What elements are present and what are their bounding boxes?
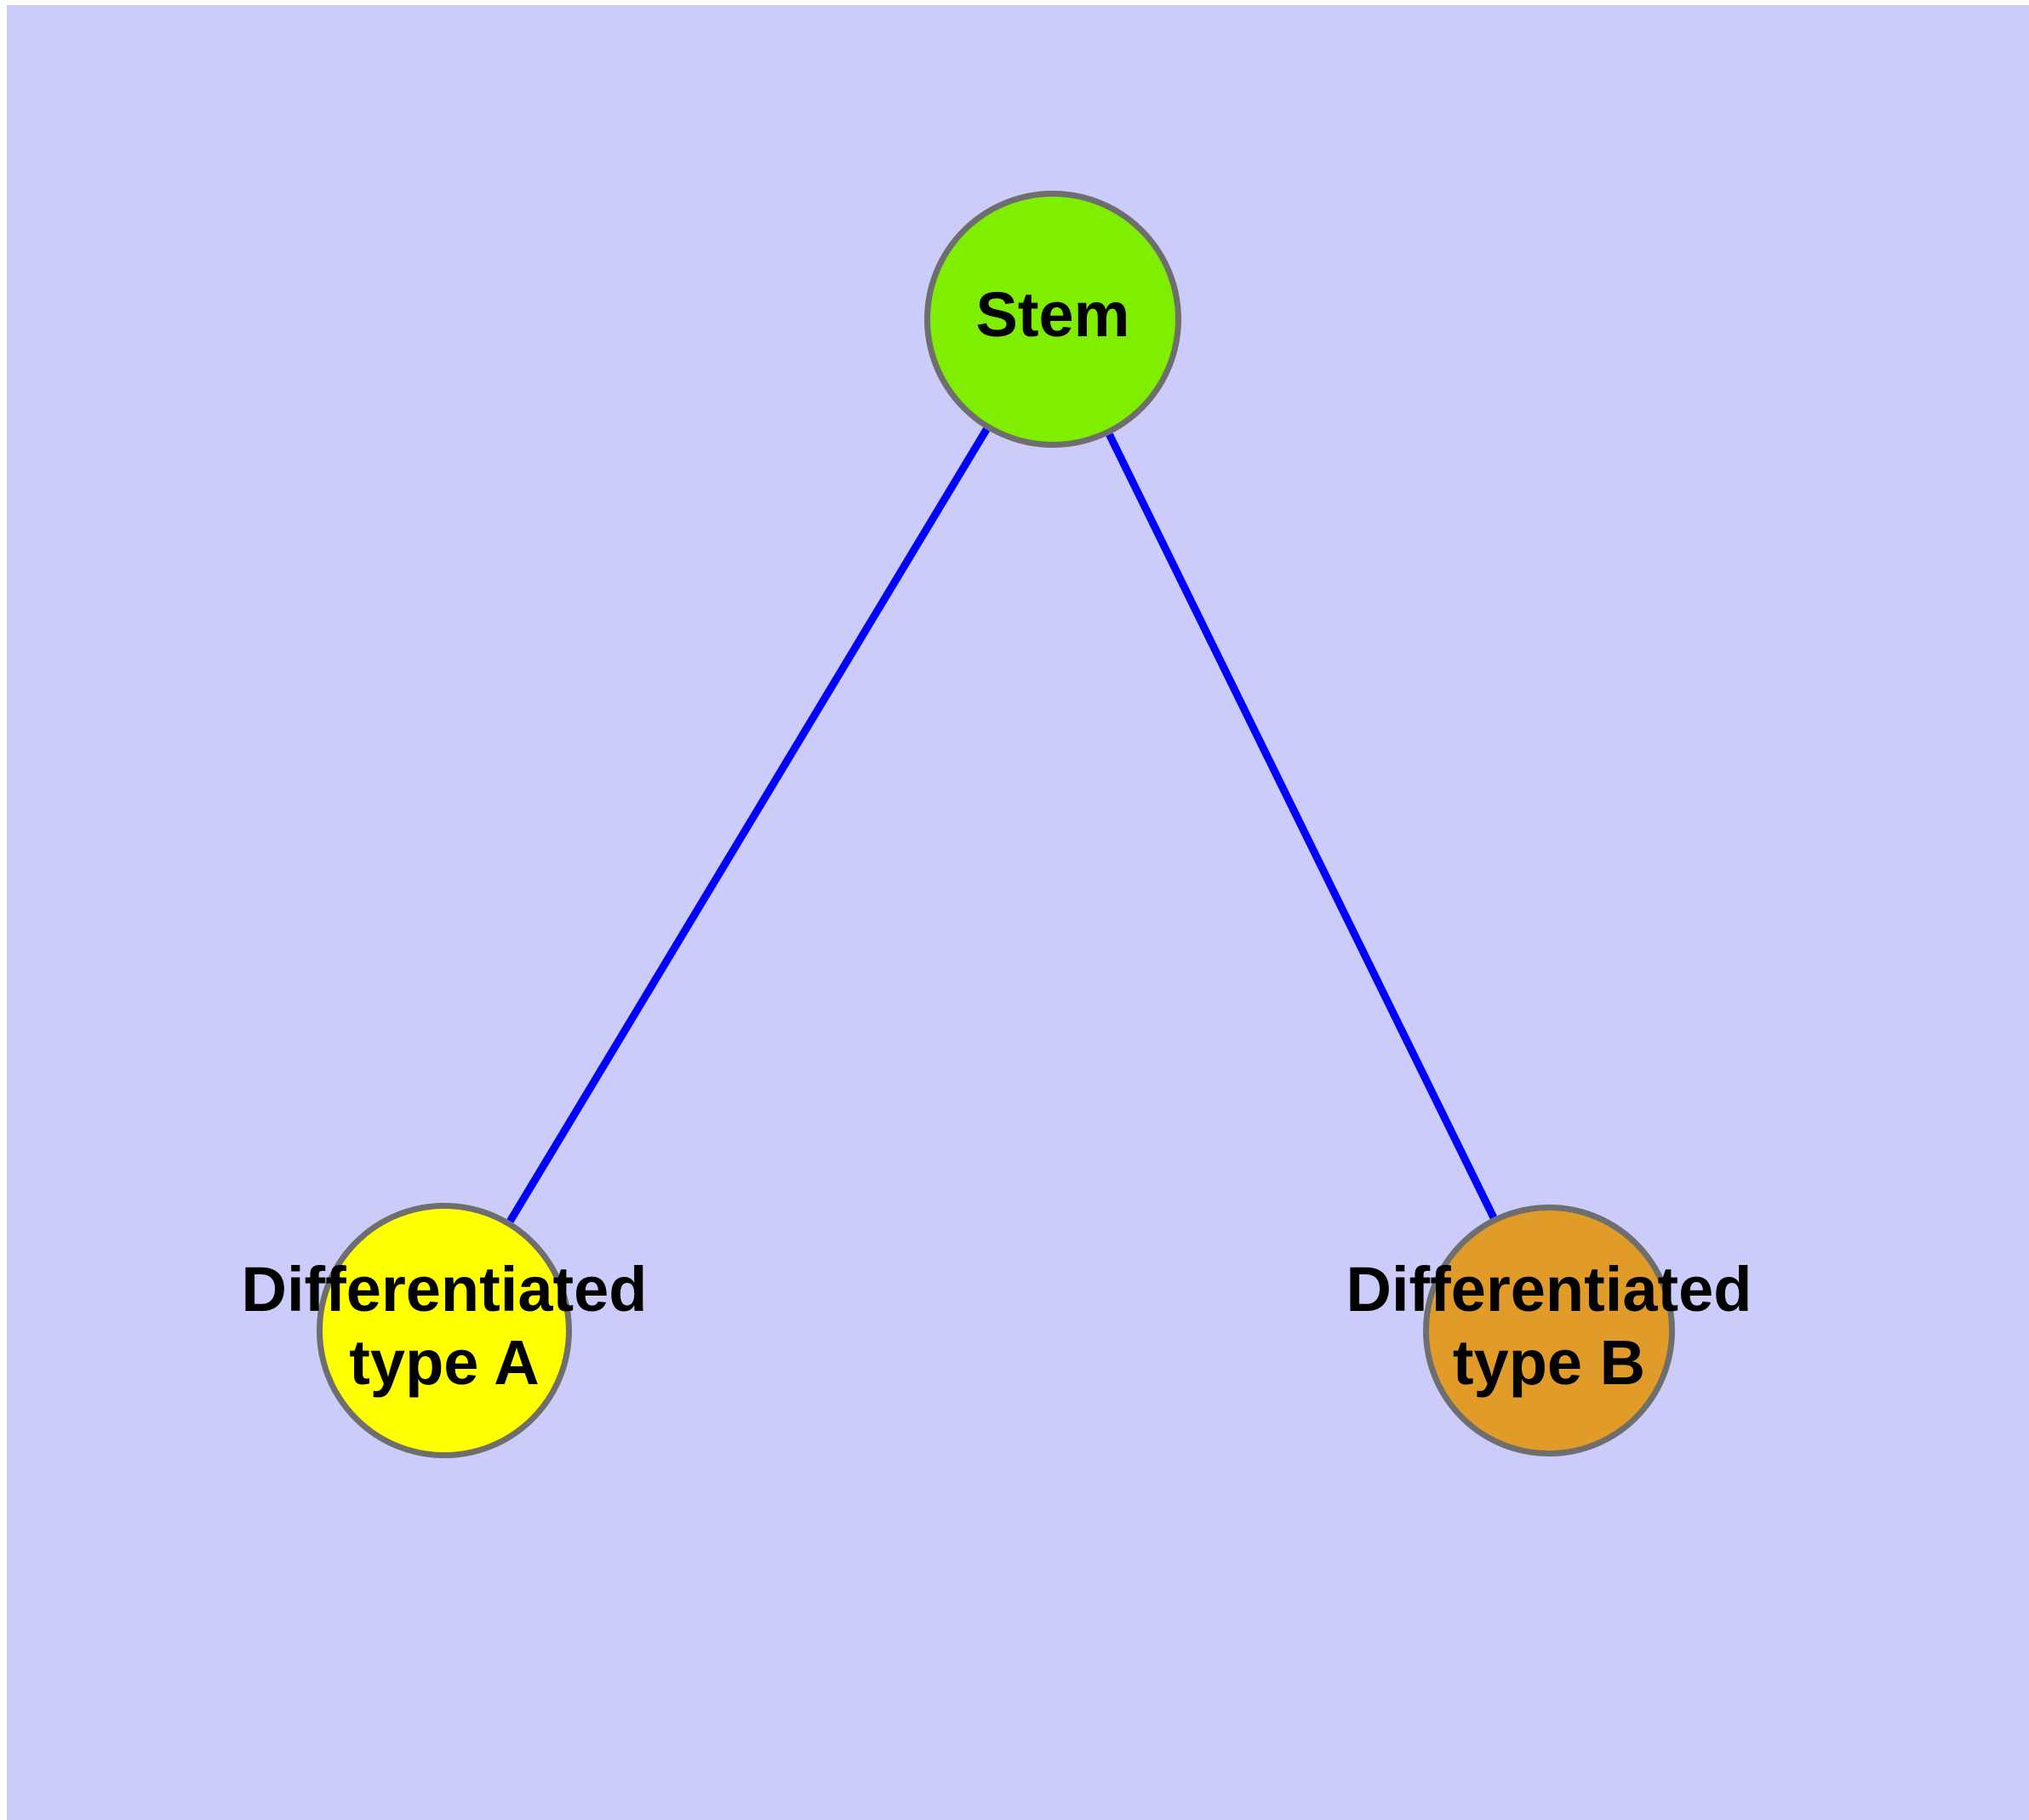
node-label-line: type B <box>1453 1326 1645 1397</box>
node-label-line: Differentiated <box>242 1254 648 1325</box>
nodes-layer <box>317 191 1675 1458</box>
node-diff_a[interactable] <box>317 1203 572 1458</box>
edge-stem-to-diff_b[interactable] <box>1106 432 1497 1220</box>
node-label-line: Stem <box>976 279 1130 350</box>
node-stem[interactable] <box>924 191 1181 448</box>
edge-stem-to-diff_a[interactable] <box>506 427 990 1223</box>
node-diff_b[interactable] <box>1423 1205 1675 1457</box>
node-label-line: type A <box>349 1326 539 1397</box>
edges-layer <box>506 427 1497 1223</box>
node-label-stem: Stem <box>976 279 1130 350</box>
node-label-line: Differentiated <box>1346 1254 1752 1325</box>
